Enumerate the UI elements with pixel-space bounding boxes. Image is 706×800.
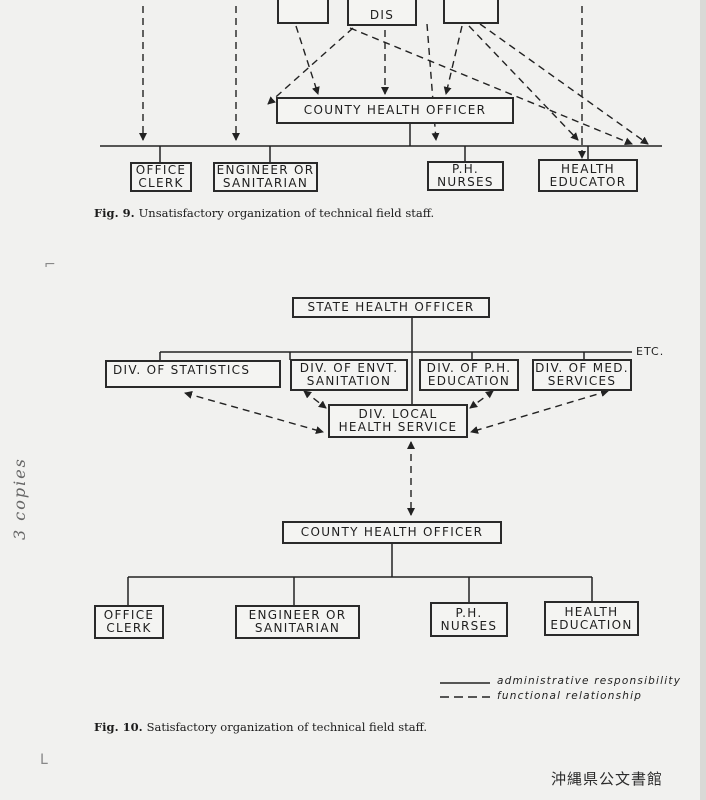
fig9-county-health-officer: COUNTY HEALTH OFFICER <box>276 97 514 124</box>
fig9-ph-nurses: P.H. NURSES <box>427 161 504 191</box>
fig10-div-envt-label: DIV. OF ENVT. SANITATION <box>299 361 399 388</box>
fig10-div-med-label: DIV. OF MED. SERVICES <box>535 361 629 388</box>
fig10-office-label: OFFICE CLERK <box>103 608 155 635</box>
fig10-dash-ph <box>469 390 494 409</box>
fig10-state-health-officer: STATE HEALTH OFFICER <box>292 297 490 318</box>
fig9-top-box-right <box>443 0 499 24</box>
fig10-div-local-health-service: DIV. LOCAL HEALTH SERVICE <box>328 404 468 438</box>
fig10-div-ph-education: DIV. OF P.H. EDUCATION <box>419 359 519 391</box>
fig9-nurses-label: P.H. NURSES <box>437 162 494 189</box>
fig10-education-label: HEALTH EDUCATION <box>550 604 633 632</box>
fig9-caption-number: Fig. 9. <box>94 206 135 220</box>
fig9-engineer-sanitarian: ENGINEER OR SANITARIAN <box>213 162 318 192</box>
fig10-etc-label: ETC. <box>636 345 665 358</box>
legend-administrative: administrative responsibility <box>497 675 682 687</box>
fig10-dash-statistics <box>184 391 324 434</box>
corner-mark-top: ⌐ <box>44 257 56 273</box>
fig10-county-health-officer: COUNTY HEALTH OFFICER <box>282 521 502 544</box>
fig10-office-clerk: OFFICE CLERK <box>94 605 164 639</box>
fig10-div-med-services: DIV. OF MED. SERVICES <box>532 359 632 391</box>
fig10-state-label: STATE HEALTH OFFICER <box>307 300 475 314</box>
fig9-caption-text: Unsatisfactory organization of technical… <box>138 206 435 220</box>
fig10-ph-nurses: P.H. NURSES <box>430 602 508 637</box>
fig10-div-envt-sanitation: DIV. OF ENVT. SANITATION <box>290 359 408 391</box>
fig10-div-statistics: DIV. OF STATISTICS <box>105 360 281 388</box>
fig10-engineer-label: ENGINEER OR SANITARIAN <box>248 608 347 635</box>
fig10-engineer-sanitarian: ENGINEER OR SANITARIAN <box>235 605 360 639</box>
fig9-county-label: COUNTY HEALTH OFFICER <box>303 103 487 117</box>
fig9-office-clerk: OFFICE CLERK <box>130 162 192 192</box>
fig10-div-local-label: DIV. LOCAL HEALTH SERVICE <box>338 407 458 434</box>
fig10-county-label: COUNTY HEALTH OFFICER <box>300 525 484 539</box>
page-edge <box>700 0 706 800</box>
fig9-educator-label: HEALTH EDUCATOR <box>549 161 627 189</box>
fig9-dis-label: DIS <box>369 7 395 22</box>
corner-mark-bottom: ᒪ <box>40 752 48 768</box>
fig10-nurses-label: P.H. NURSES <box>440 605 498 633</box>
fig9-office-label: OFFICE CLERK <box>135 163 187 190</box>
fig9-dis-box: DIS <box>347 0 417 26</box>
archive-stamp: 沖縄県公文書館 <box>551 770 664 788</box>
fig10-health-education: HEALTH EDUCATION <box>544 601 639 636</box>
fig9-caption: Fig. 9.Unsatisfactory organization of te… <box>94 206 434 220</box>
fig10-div-ph-label: DIV. OF P.H. EDUCATION <box>426 361 512 388</box>
legend-functional: functional relationship <box>497 690 643 702</box>
fig10-caption-number: Fig. 10. <box>94 720 143 734</box>
fig10-div-statistics-label: DIV. OF STATISTICS <box>113 363 251 377</box>
fig9-top-box-left <box>277 0 329 24</box>
margin-handwritten-note: 3 copies <box>10 457 29 540</box>
fig9-engineer-label: ENGINEER OR SANITARIAN <box>216 163 315 190</box>
fig10-caption: Fig. 10.Satisfactory organization of tec… <box>94 720 427 734</box>
fig9-health-educator: HEALTH EDUCATOR <box>538 159 638 192</box>
fig10-dash-med <box>470 389 609 434</box>
fig10-caption-text: Satisfactory organization of technical f… <box>146 720 427 734</box>
fig10-dash-envt <box>303 390 327 409</box>
